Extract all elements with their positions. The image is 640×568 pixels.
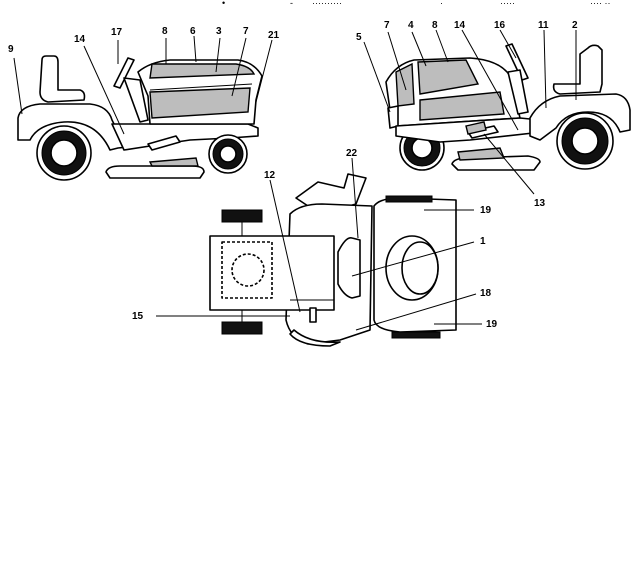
callout-4: 4: [408, 20, 414, 31]
leader-11: [543, 29, 547, 109]
leader-3: [215, 37, 221, 73]
leader-7-left: [231, 37, 247, 97]
callout-11: 11: [538, 20, 549, 31]
leader-1: [351, 241, 475, 277]
steering-column: [123, 77, 149, 123]
hood-decal-front: [395, 62, 415, 107]
hood-decal-top: [417, 59, 480, 95]
header-fragment-4: ·: [440, 0, 443, 8]
header-fragment-3: ··········: [312, 0, 342, 8]
hood-decal-side: [149, 87, 251, 119]
leader-16: [499, 29, 517, 59]
header-fragments: • - ·········· · ····· ···· ··: [222, 0, 610, 8]
callout-17: 17: [111, 27, 123, 38]
seat: [552, 44, 603, 95]
callout-2: 2: [572, 20, 578, 31]
header-fragment-6: ···· ··: [590, 0, 610, 8]
callout-16: 16: [494, 20, 506, 31]
front-right-tire: [391, 331, 441, 339]
mower-deck: [105, 165, 205, 179]
leader-14-right: [461, 29, 519, 131]
leader-12: [269, 179, 301, 313]
rear-right-tire: [221, 321, 263, 335]
seat-mount: [231, 253, 265, 287]
callout-8: 8: [162, 26, 168, 37]
deck-decal: [148, 157, 199, 167]
callout-1: 1: [480, 236, 486, 247]
rear-fender: [529, 93, 631, 141]
rear-hub: [571, 127, 599, 155]
callout-labels: 9 14 17 8 6 3 7 21 5 7 4 8 14 16 11 2 13…: [8, 20, 578, 330]
leader-6: [193, 35, 197, 63]
callout-3: 3: [216, 26, 222, 37]
leader-4: [411, 31, 427, 67]
callout-15: 15: [132, 311, 144, 322]
front-left-tire: [385, 195, 433, 203]
rear-left-tire: [221, 209, 263, 223]
header-fragment-2: -: [290, 0, 293, 8]
callout-12: 12: [264, 170, 276, 181]
leader-13: [483, 133, 535, 195]
seat: [39, 55, 86, 103]
callout-7: 7: [384, 20, 390, 31]
callout-21: 21: [268, 30, 280, 41]
leader-21: [255, 39, 273, 103]
steering-wheel-inner: [401, 241, 439, 295]
hood-decal-side: [419, 91, 505, 121]
leader-5: [363, 41, 391, 113]
callout-6: 6: [190, 26, 196, 37]
callout-19: 19: [480, 205, 492, 216]
fender-tab: [309, 307, 317, 323]
callout-19: 19: [486, 319, 498, 330]
callout-7: 7: [243, 26, 249, 37]
leader-22: [351, 157, 359, 239]
rear-hub: [50, 139, 78, 167]
dash-panel: [337, 236, 361, 299]
deck-front-lip: [289, 329, 341, 347]
steering-wheel: [505, 43, 529, 81]
callout-14: 14: [454, 20, 466, 31]
tractor-left-side-view: [17, 55, 263, 181]
leader-7-right: [387, 31, 407, 91]
callout-9: 9: [8, 44, 14, 55]
leader-9: [13, 57, 23, 115]
header-fragment-1: •: [222, 0, 225, 8]
leader-14-left: [83, 45, 125, 135]
leader-lines: [13, 29, 577, 331]
tractor-top-view: [209, 173, 457, 347]
callout-13: 13: [534, 198, 546, 209]
steering-wheel: [113, 57, 135, 89]
leader-18: [355, 293, 477, 331]
callout-8: 8: [432, 20, 438, 31]
callout-14: 14: [74, 34, 86, 45]
callout-22: 22: [346, 148, 358, 159]
leader-8-right: [435, 29, 449, 63]
front-hub: [219, 145, 237, 163]
callout-5: 5: [356, 32, 362, 43]
callout-18: 18: [480, 288, 492, 299]
tractor-right-side-view: [385, 43, 631, 171]
hood-decal-upper: [149, 63, 256, 79]
lift-lever: [465, 121, 487, 135]
pedal: [147, 135, 181, 151]
header-fragment-5: ·····: [500, 0, 515, 8]
steering-column: [507, 69, 529, 115]
